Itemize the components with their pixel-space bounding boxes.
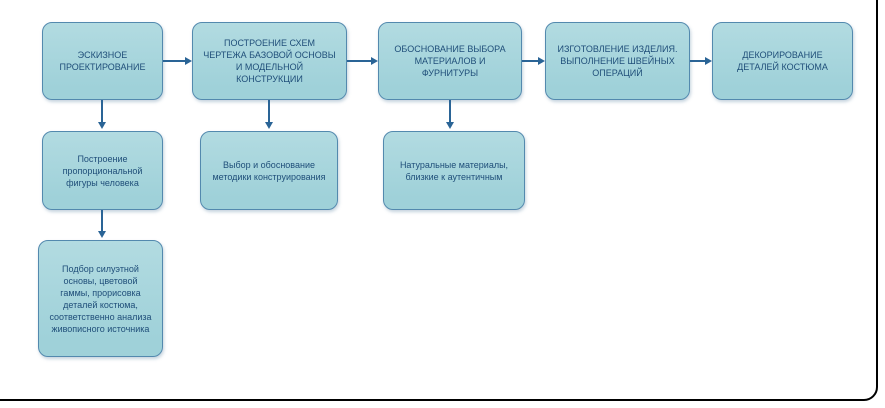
node-sketch-design: ЭСКИЗНОЕ ПРОЕКТИРОВАНИЕ — [42, 22, 163, 100]
node-pattern-scheme-construction: ПОСТРОЕНИЕ СХЕМ ЧЕРТЕЖА БАЗОВОЙ ОСНОВЫ И… — [192, 22, 347, 100]
arrow-down-icon — [446, 122, 454, 129]
arrow-down-icon — [98, 231, 106, 238]
arrow-right-icon — [185, 57, 192, 65]
arrow-down-icon — [265, 122, 273, 129]
arrow-down-icon — [98, 122, 106, 129]
node-costume-decoration: ДЕКОРИРОВАНИЕ ДЕТАЛЕЙ КОСТЮМА — [712, 22, 853, 100]
arrow-right-icon — [371, 57, 378, 65]
node-construction-method: Выбор и обоснование методики конструиров… — [200, 131, 338, 210]
node-natural-materials: Натуральные материалы, близкие к аутенти… — [383, 131, 525, 210]
node-garment-production: ИЗГОТОВЛЕНИЕ ИЗДЕЛИЯ. ВЫПОЛНЕНИЕ ШВЕЙНЫХ… — [545, 22, 690, 100]
node-silhouette-selection: Подбор силуэтной основы, цветовой гаммы,… — [38, 240, 163, 357]
arrow-right-icon — [538, 57, 545, 65]
node-proportional-figure: Построение пропорциональной фигуры челов… — [42, 131, 163, 210]
node-materials-selection: ОБОСНОВАНИЕ ВЫБОРА МАТЕРИАЛОВ И ФУРНИТУР… — [378, 22, 522, 100]
arrow-right-icon — [705, 57, 712, 65]
